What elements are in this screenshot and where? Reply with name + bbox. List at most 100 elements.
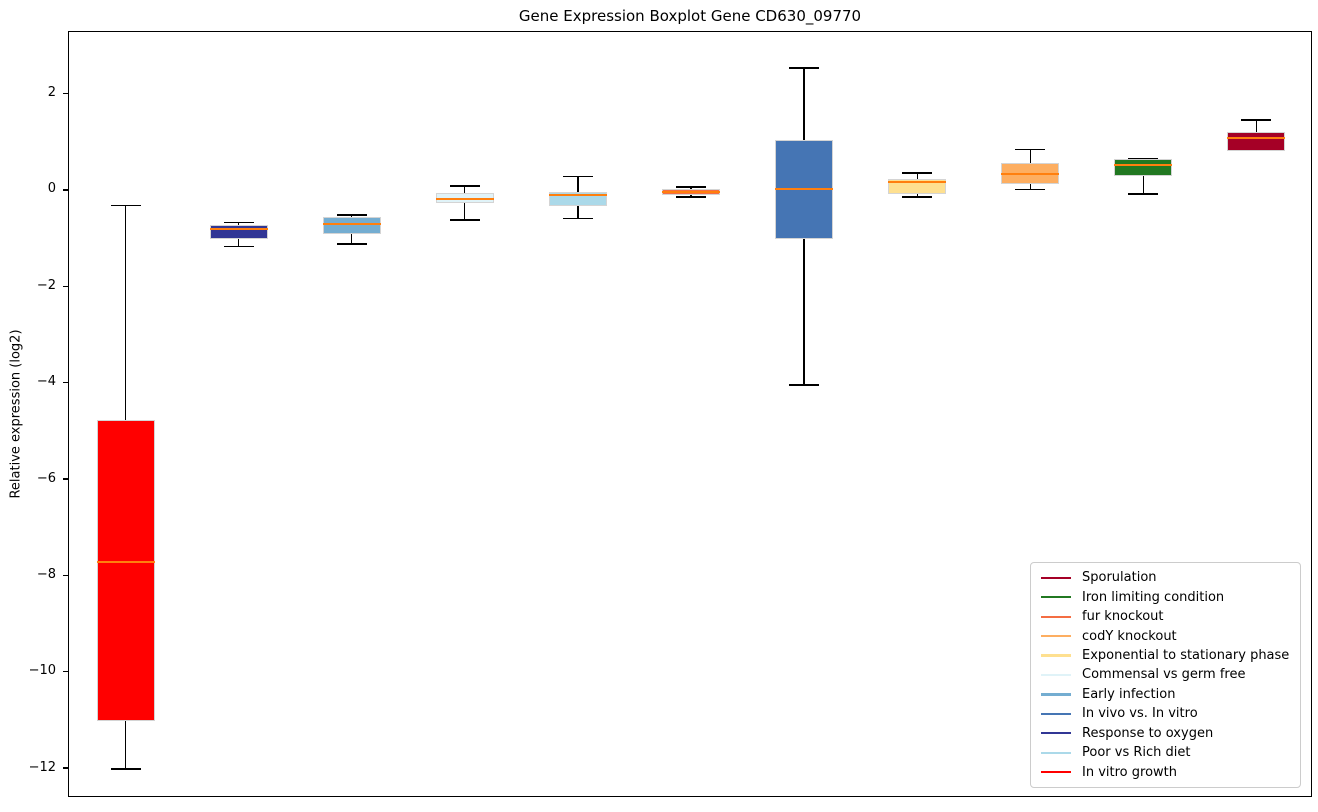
legend-item-fur-knockout: fur knockout	[1037, 607, 1294, 626]
boxplot-upper-cap-commensal-vs-germ-free	[449, 185, 480, 187]
boxplot-box-early-infection	[322, 217, 381, 235]
boxplot-upper-cap-in-vivo-vs-in-vitro	[789, 67, 820, 69]
boxplot-lower-whisker-exponential-to-stationary-phase	[916, 194, 918, 197]
boxplot-upper-cap-in-vitro-growth	[110, 204, 141, 207]
legend-label: In vitro growth	[1082, 764, 1177, 780]
y-tick-mark	[63, 671, 68, 673]
boxplot-lower-cap-iron-limiting-condition	[1128, 193, 1159, 195]
boxplot-upper-whisker-in-vitro-growth	[124, 205, 127, 420]
legend-label: codY knockout	[1082, 628, 1177, 644]
boxplot-box-in-vitro-growth	[96, 419, 155, 721]
legend-swatch-response-to-oxygen	[1041, 732, 1071, 735]
boxplot-lower-cap-in-vitro-growth	[110, 768, 141, 770]
boxplot-upper-cap-response-to-oxygen	[223, 221, 254, 224]
legend-swatch-poor-vs-rich-diet	[1041, 751, 1071, 754]
legend-item-in-vivo-vs-in-vitro: In vivo vs. In vitro	[1037, 704, 1294, 723]
y-tick-label: −12	[28, 759, 56, 775]
boxplot-median-early-infection	[322, 222, 381, 225]
legend-item-early-infection: Early infection	[1037, 685, 1294, 704]
legend-label: Early infection	[1082, 686, 1176, 702]
boxplot-median-poor-vs-rich-diet	[548, 193, 607, 196]
boxplot-upper-whisker-sporulation	[1255, 120, 1258, 133]
boxplot-lower-cap-poor-vs-rich-diet	[562, 217, 593, 220]
boxplot-median-response-to-oxygen	[209, 227, 268, 230]
legend-item-in-vitro-growth: In vitro growth	[1037, 763, 1294, 782]
boxplot-lower-whisker-early-infection	[351, 234, 353, 244]
legend-item-sporulation: Sporulation	[1037, 568, 1294, 587]
boxplot-median-iron-limiting-condition	[1114, 163, 1173, 166]
y-tick-mark	[63, 189, 68, 191]
legend-item-commensal-vs-germ-free: Commensal vs germ free	[1037, 665, 1294, 684]
y-tick-mark	[63, 767, 68, 769]
y-tick-mark	[63, 478, 68, 480]
boxplot-lower-whisker-cody-knockout	[1029, 183, 1031, 190]
boxplot-lower-whisker-commensal-vs-germ-free	[464, 202, 466, 220]
boxplot-upper-cap-cody-knockout	[1015, 148, 1046, 151]
boxplot-median-commensal-vs-germ-free	[435, 197, 494, 200]
boxplot-lower-cap-commensal-vs-germ-free	[449, 219, 480, 221]
y-tick-mark	[63, 285, 68, 287]
boxplot-lower-cap-fur-knockout	[676, 196, 706, 198]
y-tick-mark	[63, 574, 68, 577]
legend-swatch-in-vivo-vs-in-vitro	[1041, 712, 1071, 715]
boxplot-lower-whisker-in-vitro-growth	[124, 720, 127, 770]
boxplot-upper-cap-exponential-to-stationary-phase	[902, 172, 933, 174]
boxplot-lower-whisker-poor-vs-rich-diet	[577, 205, 579, 219]
y-tick-label: 2	[47, 85, 56, 101]
y-tick-label: −8	[36, 566, 56, 582]
chart-title: Gene Expression Boxplot Gene CD630_09770	[518, 7, 862, 25]
legend-swatch-sporulation	[1041, 576, 1071, 579]
boxplot-lower-cap-sporulation	[1241, 149, 1272, 152]
legend-label: Exponential to stationary phase	[1082, 648, 1290, 664]
boxplot-lower-cap-cody-knockout	[1015, 188, 1046, 191]
boxplot-box-iron-limiting-condition	[1114, 159, 1173, 176]
legend-label: Response to oxygen	[1082, 725, 1214, 741]
y-tick-label: −2	[36, 277, 56, 293]
boxplot-lower-cap-exponential-to-stationary-phase	[902, 196, 933, 198]
boxplot-lower-whisker-iron-limiting-condition	[1142, 175, 1144, 194]
boxplot-upper-whisker-exponential-to-stationary-phase	[916, 173, 918, 180]
boxplot-upper-cap-early-infection	[336, 214, 367, 216]
legend-label: In vivo vs. In vitro	[1082, 706, 1198, 722]
boxplot-median-cody-knockout	[1001, 173, 1060, 176]
legend-swatch-iron-limiting-condition	[1041, 596, 1071, 599]
boxplot-upper-whisker-in-vivo-vs-in-vitro	[803, 68, 805, 141]
boxplot-lower-cap-early-infection	[336, 243, 367, 245]
legend-swatch-commensal-vs-germ-free	[1041, 673, 1071, 677]
legend-item-iron-limiting-condition: Iron limiting condition	[1037, 588, 1294, 607]
legend-item-response-to-oxygen: Response to oxygen	[1037, 724, 1294, 743]
legend-label: Poor vs Rich diet	[1082, 745, 1191, 761]
legend-label: Commensal vs germ free	[1082, 667, 1246, 683]
y-tick-mark	[63, 92, 68, 95]
boxplot-upper-cap-fur-knockout	[676, 186, 706, 188]
boxplot-upper-whisker-commensal-vs-germ-free	[464, 186, 466, 194]
boxplot-upper-cap-poor-vs-rich-diet	[562, 175, 593, 178]
boxplot-lower-whisker-response-to-oxygen	[237, 239, 240, 247]
y-tick-label: −6	[36, 470, 56, 486]
legend-label: fur knockout	[1082, 609, 1164, 625]
legend-item-cody-knockout: codY knockout	[1037, 627, 1294, 646]
legend-swatch-cody-knockout	[1041, 634, 1071, 638]
legend-swatch-fur-knockout	[1041, 615, 1071, 618]
legend-item-exponential-to-stationary-phase: Exponential to stationary phase	[1037, 646, 1294, 665]
legend-swatch-in-vitro-growth	[1041, 771, 1071, 774]
y-tick-label: −10	[28, 663, 56, 679]
boxplot-median-exponential-to-stationary-phase	[888, 181, 947, 184]
legend-label: Sporulation	[1082, 570, 1157, 586]
boxplot-median-in-vitro-growth	[96, 560, 155, 563]
legend-item-poor-vs-rich-diet: Poor vs Rich diet	[1037, 743, 1294, 762]
y-tick-mark	[63, 382, 68, 384]
legend-label: Iron limiting condition	[1082, 589, 1225, 605]
boxplot-lower-cap-response-to-oxygen	[223, 245, 254, 248]
boxplot-upper-whisker-poor-vs-rich-diet	[577, 176, 579, 193]
legend-swatch-exponential-to-stationary-phase	[1041, 654, 1071, 657]
boxplot-lower-cap-in-vivo-vs-in-vitro	[789, 384, 820, 386]
boxplot-median-fur-knockout	[662, 190, 720, 193]
boxplot-upper-whisker-cody-knockout	[1029, 149, 1031, 163]
boxplot-lower-whisker-fur-knockout	[690, 195, 692, 198]
boxplot-upper-whisker-early-infection	[351, 215, 353, 218]
boxplot-median-sporulation	[1227, 136, 1286, 139]
boxplot-upper-cap-sporulation	[1241, 119, 1272, 121]
